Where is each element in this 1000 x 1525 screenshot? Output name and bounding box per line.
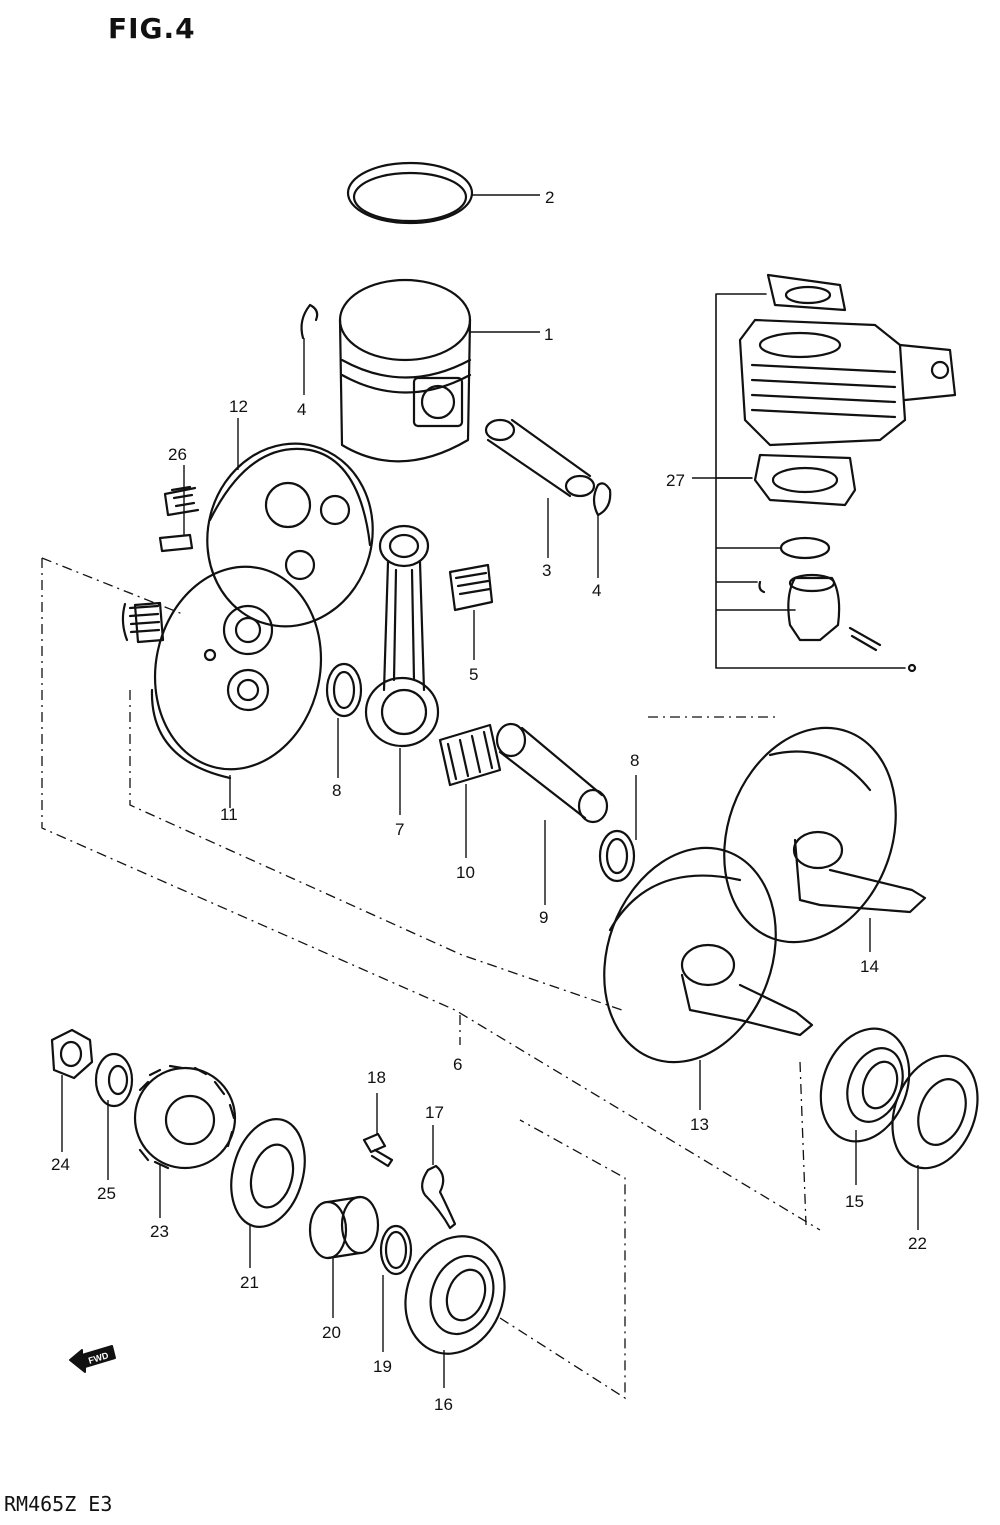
piston-pin bbox=[484, 418, 596, 498]
callout-8a: 8 bbox=[332, 781, 341, 800]
callout-18: 18 bbox=[367, 1068, 386, 1087]
callout-6: 6 bbox=[453, 1055, 462, 1074]
small-end-bearing bbox=[448, 563, 494, 612]
callout-14: 14 bbox=[860, 957, 879, 976]
callout-2: 2 bbox=[545, 188, 554, 207]
callout-27: 27 bbox=[666, 471, 685, 490]
callout-5: 5 bbox=[469, 665, 478, 684]
callout-12: 12 bbox=[229, 397, 248, 416]
fwd-arrow bbox=[69, 1345, 116, 1373]
callout-10: 10 bbox=[456, 863, 475, 882]
callout-25: 25 bbox=[97, 1184, 116, 1203]
crank-half-right-front bbox=[603, 846, 814, 1064]
callout-8b: 8 bbox=[630, 751, 639, 770]
oil-seal-right bbox=[891, 1054, 979, 1170]
callout-7: 7 bbox=[395, 820, 404, 839]
callout-22: 22 bbox=[908, 1234, 927, 1253]
woodruff-key bbox=[158, 533, 194, 553]
oil-seal-left bbox=[230, 1118, 306, 1228]
assembly-bracket bbox=[715, 293, 906, 669]
bearing-left bbox=[404, 1235, 506, 1355]
lock-washer bbox=[94, 1052, 134, 1108]
spacer bbox=[308, 1195, 380, 1260]
model-code: RM465Z E3 bbox=[4, 1492, 113, 1516]
figure-title: FIG.4 bbox=[108, 12, 196, 45]
circlip-left bbox=[300, 303, 319, 340]
piston bbox=[338, 278, 472, 463]
piston-ring bbox=[346, 161, 474, 225]
crank-half-right-rear bbox=[723, 726, 927, 944]
callout-21: 21 bbox=[240, 1273, 259, 1292]
callout-20: 20 bbox=[322, 1323, 341, 1342]
thrust-washer-right bbox=[598, 829, 636, 883]
connecting-rod bbox=[364, 524, 440, 748]
callout-16: 16 bbox=[434, 1395, 453, 1414]
callout-26: 26 bbox=[168, 445, 187, 464]
crank-half-rear bbox=[163, 442, 374, 628]
bearing-retainer bbox=[421, 1164, 457, 1230]
callout-17: 17 bbox=[425, 1103, 444, 1122]
thrust-washer-left bbox=[325, 662, 363, 718]
primary-drive-gear bbox=[133, 1064, 237, 1170]
cylinder-assembly bbox=[738, 273, 957, 673]
nut bbox=[50, 1028, 94, 1080]
callout-11: 11 bbox=[220, 805, 238, 824]
big-end-bearing bbox=[438, 723, 502, 787]
callout-1: 1 bbox=[544, 325, 553, 344]
callout-23: 23 bbox=[150, 1222, 169, 1241]
bearing-right bbox=[819, 1027, 911, 1143]
callout-4a: 4 bbox=[297, 400, 306, 419]
callout-4b: 4 bbox=[592, 581, 601, 600]
callout-15: 15 bbox=[845, 1192, 864, 1211]
callout-19: 19 bbox=[373, 1357, 392, 1376]
crank-pin bbox=[495, 722, 609, 824]
bolt bbox=[362, 1132, 394, 1168]
callout-13: 13 bbox=[690, 1115, 709, 1134]
callout-9: 9 bbox=[539, 908, 548, 927]
circlip-right bbox=[592, 482, 612, 517]
callout-24: 24 bbox=[51, 1155, 70, 1174]
callout-3: 3 bbox=[542, 561, 551, 580]
crank-half-front bbox=[121, 565, 323, 780]
o-ring bbox=[379, 1224, 413, 1276]
